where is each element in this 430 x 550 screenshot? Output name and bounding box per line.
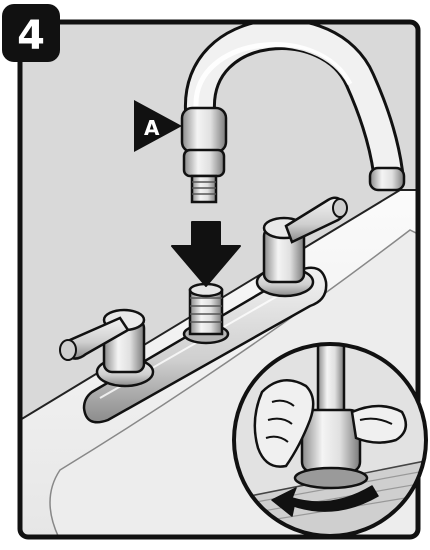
threaded-spout-stub xyxy=(184,284,228,343)
callout-label: A xyxy=(144,116,160,140)
step-number: 4 xyxy=(17,13,45,59)
step-number-badge: 4 xyxy=(2,4,60,62)
